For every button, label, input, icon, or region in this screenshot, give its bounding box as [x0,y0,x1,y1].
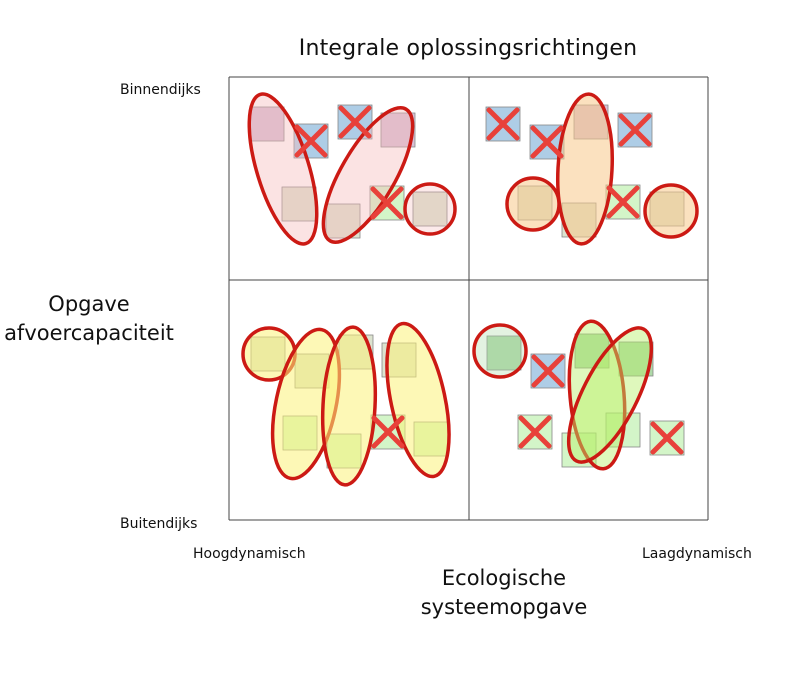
solution-circle [403,182,457,236]
measure-box [486,335,522,371]
x-axis-title-line2: systeemopgave [420,595,588,619]
cross-icon [338,105,372,139]
measure-box [412,191,448,227]
quadrant-bottom-right [472,319,685,471]
x-axis-right-label: Laagdynamisch [642,546,752,562]
solution-ellipse [567,319,627,471]
x-axis-title-line1: Ecologische [441,566,567,590]
x-axis-left-label: Hoogdynamisch [193,546,306,562]
solution-ellipse [320,325,378,487]
quadrant-grid [228,76,709,521]
cross-icon [371,415,405,449]
y-axis-bottom-label: Buitendijks [120,516,198,532]
cross-icon [294,124,328,158]
solution-circle [643,183,699,239]
cross-icon [606,185,640,219]
solution-ellipse [321,106,415,244]
y-axis-title-line1: Opgave [48,292,130,316]
cross-icon [518,415,552,449]
solution-ellipse [385,321,451,479]
quadrant-bottom-left [241,321,451,487]
solution-ellipse [556,92,614,246]
solution-ellipse [247,92,319,246]
y-axis-title: Opgave afvoercapaciteit [0,290,178,348]
solution-circle [505,176,561,232]
measure-box [249,106,285,142]
solution-ellipse [566,326,654,464]
cross-icon [370,186,404,220]
measure-box [574,333,610,369]
measure-box [281,186,317,222]
y-axis-title-line2: afvoercapaciteit [4,321,174,345]
cross-icon [650,421,684,455]
y-axis-top-label: Binnendijks [120,82,201,98]
cross-icon [618,113,652,147]
solution-circle [472,323,528,379]
cross-icon [531,354,565,388]
diagram-title: Integrale oplossingsrichtingen [298,36,638,61]
quadrant-top-left [247,92,457,246]
quadrant-top-right [485,92,699,246]
cross-icon [530,125,564,159]
cross-icon [486,107,520,141]
measure-box [618,341,654,377]
x-axis-title: Ecologische systeemopgave [404,564,604,622]
